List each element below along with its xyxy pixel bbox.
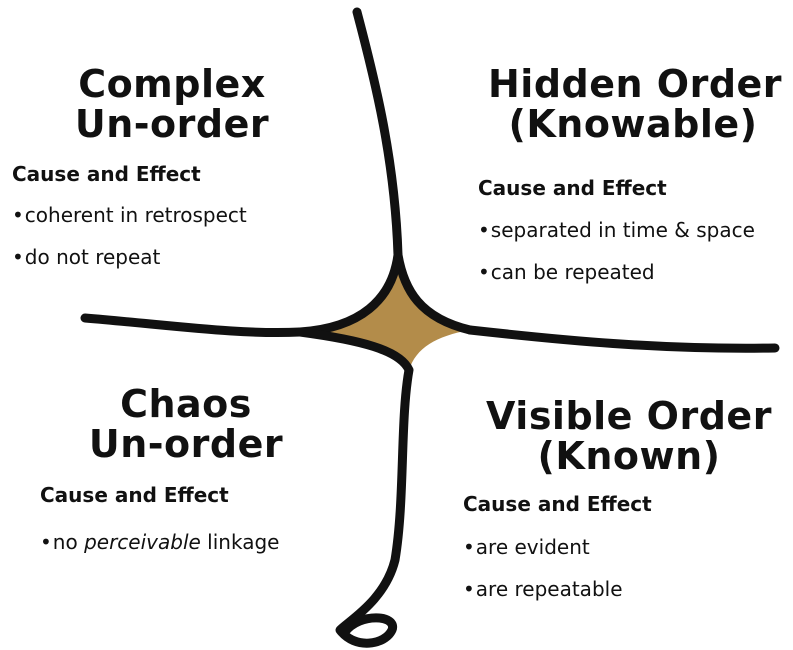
chaos-subtitle: Cause and Effect: [40, 483, 229, 507]
bullet-icon: •: [40, 530, 52, 554]
complex-bullets: •coherent in retrospect •do not repeat: [12, 203, 247, 287]
horizontal-line-right: [465, 325, 780, 353]
bullet-icon: •: [478, 260, 490, 284]
hidden-order-title-line-1: Hidden Order: [488, 62, 783, 106]
visible-order-title: Visible Order (Known): [484, 396, 774, 476]
bullet-icon: •: [463, 535, 475, 559]
chaos-bullets: •no perceivable linkage: [40, 530, 279, 572]
visible-order-bullets: •are evident •are repeatable: [463, 535, 623, 619]
hidden-order-title-line-2: (Knowable): [508, 102, 758, 146]
bullet-text-emphasis: perceivable: [84, 530, 201, 554]
list-item: •do not repeat: [12, 245, 247, 287]
bullet-icon: •: [12, 245, 24, 269]
bullet-text: can be repeated: [490, 260, 655, 284]
list-item: •can be repeated: [478, 260, 755, 302]
bullet-text: coherent in retrospect: [24, 203, 247, 227]
bullet-text-suffix: linkage: [200, 530, 280, 554]
chaos-title-line-2: Un-order: [88, 422, 284, 466]
bullet-text: separated in time & space: [490, 218, 755, 242]
hidden-order-subtitle: Cause and Effect: [478, 176, 667, 200]
bullet-icon: •: [12, 203, 24, 227]
visible-order-title-line-1: Visible Order: [486, 394, 772, 438]
chaos-title-line-1: Chaos: [120, 382, 252, 426]
bullet-icon: •: [463, 577, 475, 601]
chaos-title: Chaos Un-order: [76, 384, 296, 464]
vertical-line-bottom: [295, 327, 414, 648]
complex-title: Complex Un-order: [62, 64, 282, 144]
bullet-text-prefix: no: [52, 530, 85, 554]
list-item: •separated in time & space: [478, 218, 755, 260]
hidden-order-bullets: •separated in time & space •can be repea…: [478, 218, 755, 302]
vertical-line-top: [352, 7, 475, 335]
bullet-text: do not repeat: [24, 245, 161, 269]
hidden-order-title: Hidden Order (Knowable): [488, 62, 783, 146]
bullet-text: are repeatable: [475, 577, 623, 601]
list-item: •coherent in retrospect: [12, 203, 247, 245]
complex-subtitle: Cause and Effect: [12, 162, 201, 186]
bullet-icon: •: [478, 218, 490, 242]
center-fill: [300, 255, 470, 370]
list-item: •are evident: [463, 535, 623, 577]
visible-order-title-line-2: (Known): [537, 434, 721, 478]
bullet-text: are evident: [475, 535, 590, 559]
complex-title-line-1: Complex: [78, 62, 266, 106]
list-item: •no perceivable linkage: [40, 530, 279, 572]
list-item: •are repeatable: [463, 577, 623, 619]
complex-title-line-2: Un-order: [74, 102, 270, 146]
visible-order-subtitle: Cause and Effect: [463, 492, 652, 516]
